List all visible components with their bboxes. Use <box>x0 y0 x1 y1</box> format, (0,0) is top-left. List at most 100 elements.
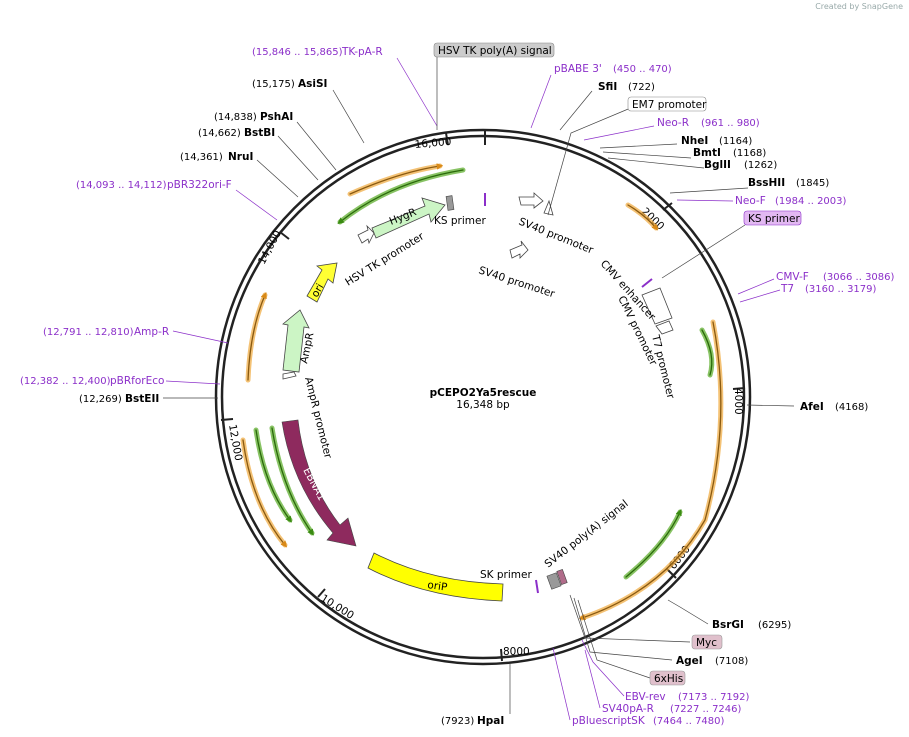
pshai-label[interactable]: PshAI <box>260 111 293 123</box>
primer-mark-sk <box>535 579 539 594</box>
t7-pos: (3160 .. 3179) <box>805 284 877 295</box>
t7-promoter-label: T7 promoter <box>649 333 677 401</box>
agei-pos: (7108) <box>715 656 748 667</box>
sv40-promoter-label-2: SV40 promoter <box>477 264 557 300</box>
sv40-polya-mark <box>556 569 568 585</box>
pbr322-label[interactable]: pBR322ori-F <box>167 179 232 191</box>
cmv-f-pos: (3066 .. 3086) <box>823 272 895 283</box>
feature-arcs <box>240 163 724 621</box>
ks-primer-mark <box>445 195 455 211</box>
myc-box[interactable] <box>691 634 723 650</box>
myc-label: Myc <box>696 637 717 649</box>
hsv-tk-promoter-label: HSV TK promoter <box>343 230 427 288</box>
tick-10000: 10,000 <box>318 592 356 622</box>
pbluescript-label[interactable]: pBluescriptSK <box>572 715 646 727</box>
pbluescript-pos: (7464 .. 7480) <box>653 716 725 727</box>
his-box[interactable] <box>649 670 686 686</box>
his-label: 6xHis <box>654 673 683 685</box>
bsrgi-label[interactable]: BsrGI <box>712 619 744 631</box>
pshai-pos: (14,838) <box>214 112 257 123</box>
nhei-pos: (1164) <box>719 136 752 147</box>
bglii-label[interactable]: BglII <box>704 159 731 171</box>
hygr-arrow <box>371 197 446 239</box>
plasmid-name: pCEPO2Ya5rescue <box>430 387 537 399</box>
bsshii-label[interactable]: BssHII <box>748 177 785 189</box>
neo-f-label[interactable]: Neo-F <box>735 195 766 207</box>
sv40pa-r-label[interactable]: SV40pA-R <box>602 703 654 715</box>
tick-8000: 8000 <box>503 646 530 658</box>
afei-pos: (4168) <box>835 402 868 413</box>
ebna1-arrow <box>281 419 357 547</box>
pbabe3-label[interactable]: pBABE 3' <box>554 63 602 75</box>
bsteii-label[interactable]: BstEII <box>125 393 159 405</box>
ks-primer-box-label: KS primer <box>748 213 800 225</box>
leader-lines <box>163 50 795 721</box>
plasmid-size: 16,348 bp <box>456 399 510 411</box>
bsshii-pos: (1845) <box>796 178 829 189</box>
bstbi-pos: (14,662) <box>198 128 241 139</box>
orip-label: oriP <box>427 579 448 594</box>
ebv-rev-pos: (7173 .. 7192) <box>678 692 750 703</box>
ampr-promoter-arrow <box>282 371 297 380</box>
ks-primer-box[interactable] <box>743 210 802 226</box>
afei-label[interactable]: AfeI <box>800 401 824 413</box>
pbabe3-pos: (450 .. 470) <box>613 64 672 75</box>
bsteii-pos: (12,269) <box>79 394 122 405</box>
pbrforeco-pos: (12,382 .. 12,400) <box>20 376 111 387</box>
em7-label: EM7 promoter <box>632 99 707 111</box>
tick-marks <box>220 130 746 662</box>
sv40-promoter-label-1: SV40 promoter <box>517 216 596 257</box>
nrui-label[interactable]: NruI <box>228 151 253 163</box>
cmv-f-label[interactable]: CMV-F <box>776 271 809 283</box>
snapgene-credit: Created by SnapGene <box>815 2 903 11</box>
hpai-label[interactable]: HpaI <box>477 715 504 727</box>
ori-label: ori <box>309 282 326 300</box>
cmv-enhancer-arrow <box>641 287 673 325</box>
bmti-label[interactable]: BmtI <box>693 147 721 159</box>
backbone-outer <box>214 128 752 666</box>
nhei-label[interactable]: NheI <box>681 135 708 147</box>
sfii-pos: (722) <box>628 82 655 93</box>
neo-r-pos: (961 .. 980) <box>701 118 760 129</box>
ks-primer-label: KS primer <box>434 215 486 227</box>
asisi-label[interactable]: AsiSI <box>298 78 327 90</box>
ampr-arrow <box>282 309 310 373</box>
cmv-promoter-arrow <box>655 320 674 335</box>
bstbi-label[interactable]: BstBI <box>244 127 275 139</box>
sv40pa-r-pos: (7227 .. 7246) <box>670 704 742 715</box>
amp-r-pos: (12,791 .. 12,810) <box>43 327 134 338</box>
tick-14000: 14,000 <box>256 228 284 266</box>
sk-primer-mark <box>546 572 562 590</box>
tk-pa-r-pos: (15,846 .. 15,865) <box>252 47 343 58</box>
ebv-rev-label[interactable]: EBV-rev <box>625 691 666 703</box>
tick-4000: 4000 <box>732 388 744 415</box>
bglii-pos: (1262) <box>744 160 777 171</box>
hsv-tk-polya-label: HSV TK poly(A) signal <box>438 45 552 57</box>
primer-mark-cmv <box>641 278 653 288</box>
agei-label[interactable]: AgeI <box>676 655 703 667</box>
amp-r-label[interactable]: Amp-R <box>134 326 169 338</box>
pbrforeco-label[interactable]: pBRforEco <box>110 375 164 387</box>
em7-box[interactable] <box>627 96 707 112</box>
bmti-pos: (1168) <box>733 148 766 159</box>
sv40-promoter-arrow-2 <box>509 240 529 259</box>
tick-2000: 2000 <box>639 206 667 233</box>
t7-label[interactable]: T7 <box>780 283 794 295</box>
hsv-tk-promoter-arrow <box>357 224 375 245</box>
tk-pa-r-label[interactable]: TK-pA-R <box>341 46 383 58</box>
asisi-pos: (15,175) <box>252 79 295 90</box>
hpai-pos: (7923) <box>441 716 474 727</box>
orip-arrow <box>367 552 504 602</box>
sv40-polya-label: SV40 poly(A) signal <box>542 498 630 571</box>
sfii-label[interactable]: SfiI <box>598 81 617 93</box>
sk-primer-label: SK primer <box>480 569 532 581</box>
bsrgi-pos: (6295) <box>758 620 791 631</box>
ampr-promoter-label: AmpR promoter <box>302 376 334 461</box>
tick-16000: 16,000 <box>414 136 452 151</box>
ori-arrow <box>306 262 338 303</box>
neo-r-label[interactable]: Neo-R <box>657 117 689 129</box>
hsv-tk-polya-box[interactable] <box>433 42 555 58</box>
pbr322-pos: (14,093 .. 14,112) <box>76 180 167 191</box>
nrui-pos: (14,361) <box>180 152 223 163</box>
